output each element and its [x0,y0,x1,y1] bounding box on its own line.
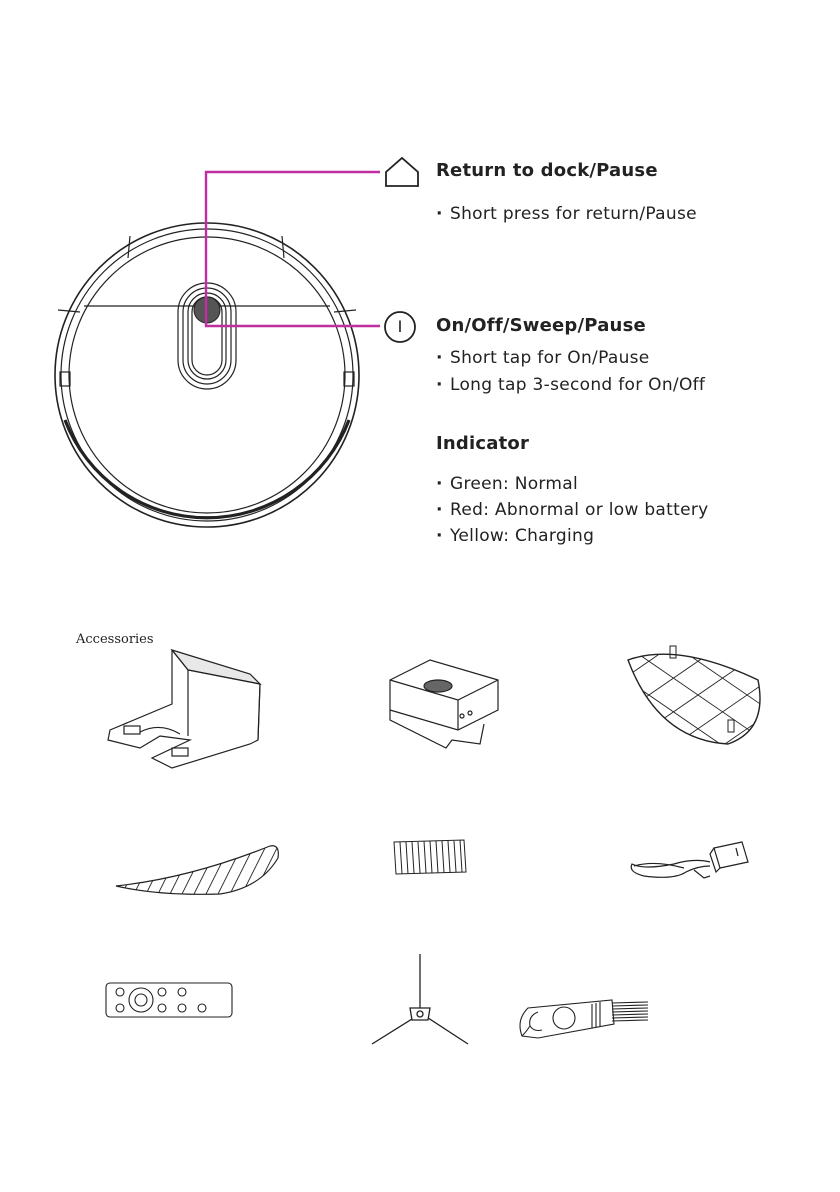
indicator-bullet-1: Green: Normal [436,474,578,494]
remote-control-illustration [104,980,234,1020]
dock-bullet-1: Short press for return/Pause [436,204,697,224]
power-bullet-1: Short tap for On/Pause [436,348,650,368]
charging-dock-illustration [100,640,270,780]
power-icon-label: I [392,316,408,338]
dock-leader-line [206,172,380,310]
indicator-bullet-3: Yellow: Charging [436,526,594,546]
filter-illustration [390,838,470,878]
dock-heading: Return to dock/Pause [436,160,658,181]
robot-vacuum-illustration [0,0,840,600]
cleaning-tool-illustration [508,990,658,1050]
indicator-bullet-2: Red: Abnormal or low battery [436,500,709,520]
power-heading: On/Off/Sweep/Pause [436,315,646,336]
side-brush-illustration [360,950,480,1050]
home-icon [386,158,418,186]
power-leader-line [206,310,380,326]
power-adapter-illustration [624,836,754,886]
mop-bracket-illustration [618,640,778,750]
power-bullet-2: Long tap 3-second for On/Off [436,375,705,395]
indicator-heading: Indicator [436,433,529,454]
water-tank-illustration [380,650,510,760]
mop-pad-illustration [110,838,280,898]
